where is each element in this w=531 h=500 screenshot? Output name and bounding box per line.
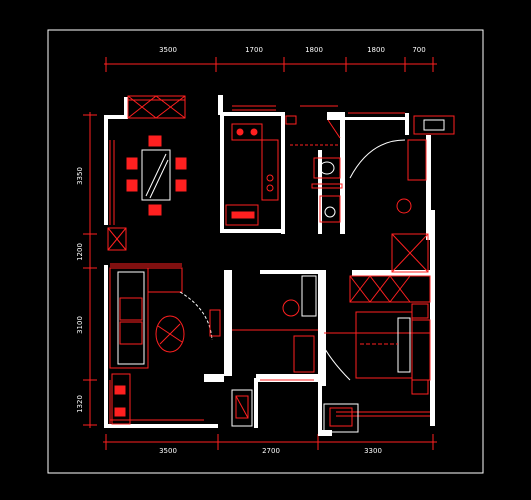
top-dim-label: 1800 xyxy=(305,46,323,54)
dining-table-icon xyxy=(126,135,187,216)
left-dim-label: 1200 xyxy=(76,243,84,261)
walls xyxy=(104,95,435,436)
left-dim-label: 3100 xyxy=(76,316,84,334)
left-dimension-chain xyxy=(83,112,97,428)
top-dim-label: 1700 xyxy=(245,46,263,54)
stove-icon xyxy=(225,123,279,226)
sofa-icon xyxy=(109,263,183,369)
drawing-frame xyxy=(47,29,484,474)
window-cabinet xyxy=(127,95,186,119)
toilet-icon xyxy=(285,115,343,223)
left-dim-label: 3350 xyxy=(76,167,84,185)
bed-icon xyxy=(355,303,431,395)
door-swing-icon xyxy=(319,139,406,381)
top-dimension-chain xyxy=(104,57,437,72)
middle-room-fixtures xyxy=(282,275,317,373)
bottom-dimension-chain xyxy=(103,434,437,450)
bottom-dim-label: 2700 xyxy=(262,447,280,455)
bottom-dim-label: 3500 xyxy=(159,447,177,455)
top-dim-label: 700 xyxy=(412,46,425,54)
top-dim-label: 1800 xyxy=(367,46,385,54)
right-room-fixtures xyxy=(349,115,455,303)
storage-cabinet xyxy=(107,227,131,425)
coffee-table-icon xyxy=(155,291,221,353)
top-dim-label: 3500 xyxy=(159,46,177,54)
left-dim-label: 1320 xyxy=(76,395,84,413)
closet xyxy=(231,389,359,433)
bottom-dim-label: 3300 xyxy=(364,447,382,455)
window-lines xyxy=(109,99,430,424)
